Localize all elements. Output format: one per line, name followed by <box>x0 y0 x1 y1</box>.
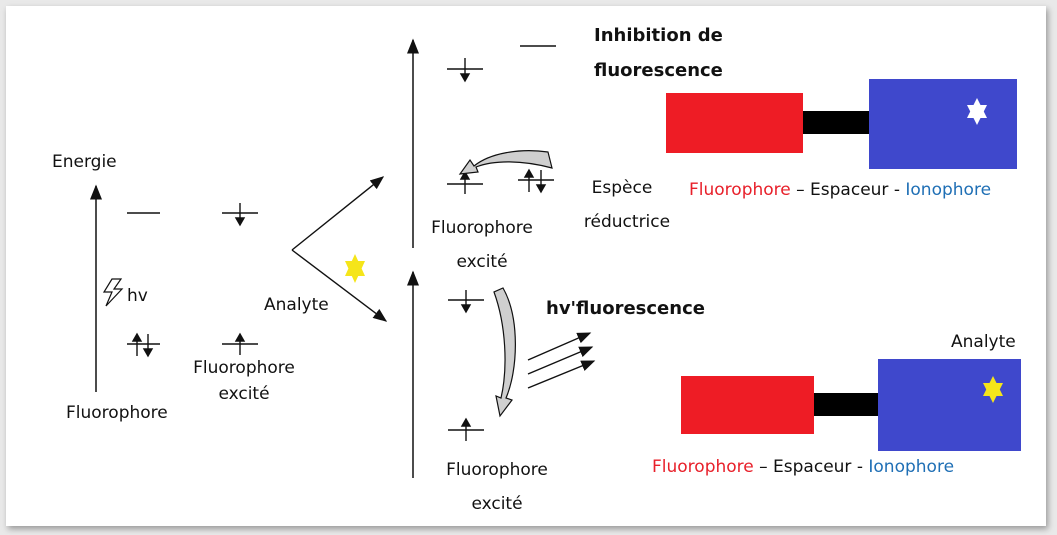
upper-excited-label-2: excité <box>456 252 508 272</box>
arrow-to-fluorescence <box>291 249 388 322</box>
arrow-to-quenching <box>291 176 385 251</box>
lower-electron-up <box>460 417 472 441</box>
lower-excited-label-1: Fluorophore <box>446 460 548 480</box>
inhibition-title-2: fluorescence <box>594 60 723 81</box>
lower-electron-down <box>460 290 472 314</box>
bottom-caption-fluorophore: Fluorophore <box>652 457 754 477</box>
bottom-assembly-caption: Fluorophore – Espaceur - Ionophore <box>652 457 954 477</box>
bottom-caption-spacer: Espaceur <box>773 457 852 477</box>
analyte-bound-label: Analyte <box>951 332 1016 352</box>
bound-analyte-star-icon <box>983 376 1003 403</box>
bottom-caption-ionophore: Ionophore <box>868 457 955 477</box>
bottom-fluorophore-block <box>681 376 814 434</box>
top-spacer-block <box>803 111 869 134</box>
electron-transfer-arrow <box>458 150 553 175</box>
top-caption-spacer: Espaceur <box>810 180 889 200</box>
emission-rays <box>527 332 596 389</box>
fluorophore-label: Fluorophore <box>66 403 168 423</box>
top-fluorophore-block <box>666 93 803 153</box>
inhibition-title-1: Inhibition de <box>594 25 723 46</box>
top-assembly-caption: Fluorophore – Espaceur - Ionophore <box>689 180 991 200</box>
analyte-star-icon <box>345 254 365 283</box>
lightning-icon <box>102 278 124 307</box>
top-caption-fluorophore: Fluorophore <box>689 180 791 200</box>
bottom-ionophore-block <box>878 359 1021 451</box>
excited-fluorophore-label-1: Fluorophore <box>193 358 295 378</box>
hv-label: hv <box>127 286 148 306</box>
bottom-caption-sep2: - <box>851 457 869 477</box>
upper-electron-down <box>459 58 471 83</box>
electron-up <box>234 332 246 355</box>
lower-excited-label-2: excité <box>471 494 523 514</box>
reducer-label-1: Espèce <box>591 178 653 198</box>
reducer-label-2: réductrice <box>583 212 671 232</box>
reducer-paired-electrons <box>523 168 547 194</box>
bottom-caption-sep1: – <box>753 457 774 477</box>
top-caption-ionophore: Ionophore <box>905 180 992 200</box>
relaxation-arrow <box>493 287 516 418</box>
white-star-icon <box>967 98 987 125</box>
top-caption-sep2: - <box>888 180 906 200</box>
top-caption-sep1: – <box>790 180 811 200</box>
bottom-spacer-block <box>814 393 878 416</box>
energy-label: Energie <box>52 152 117 172</box>
top-ionophore-block <box>869 79 1017 169</box>
upper-excited-label-1: Fluorophore <box>431 218 533 238</box>
fluorescence-label: hv'fluorescence <box>546 298 705 319</box>
paired-electrons <box>131 332 154 358</box>
excited-fluorophore-label-2: excité <box>218 384 270 404</box>
electron-down <box>234 203 246 227</box>
analyte-label: Analyte <box>264 295 329 315</box>
upper-electron-up <box>459 170 471 194</box>
